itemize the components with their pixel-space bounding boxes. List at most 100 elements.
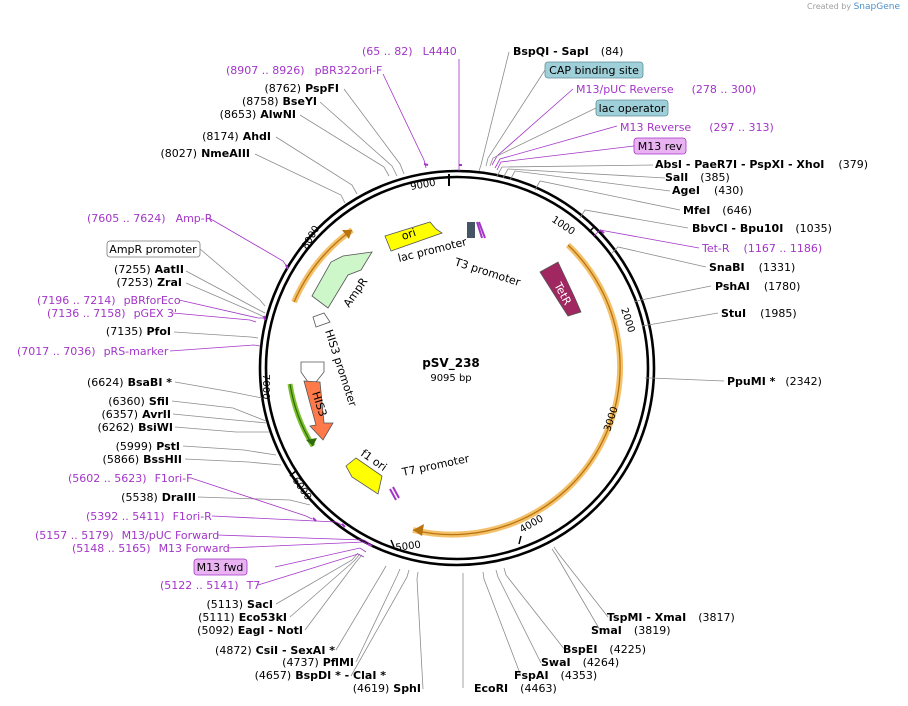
primer-name: pRS-marker [104, 345, 169, 358]
primer-leader [494, 125, 618, 169]
primer-name: T7 [246, 579, 261, 592]
site-pos: (8758) [242, 95, 279, 108]
site-label[interactable]: (7253)ZraI [117, 276, 183, 289]
site-name: BsaBI * [128, 376, 173, 389]
site-label[interactable]: (6624)BsaBI * [87, 376, 172, 389]
primer-label[interactable]: (7196 .. 7214)pBRforEco [37, 294, 181, 307]
site-label[interactable]: (5111)Eco53kI [198, 611, 287, 624]
site-label[interactable]: (7135)PfoI [106, 325, 171, 338]
site-label[interactable]: AgeI(430) [672, 184, 744, 197]
primer-label[interactable]: (5148 .. 5165)M13 Forward [72, 542, 230, 555]
tick-label: 1000 [549, 214, 576, 237]
site-pos: (8027) [161, 147, 198, 160]
m13-fwd-label: M13 fwd [197, 561, 244, 574]
site-label[interactable]: (8653)AlwNI [220, 108, 296, 121]
primer-label[interactable]: Tet-R(1167 .. 1186) [701, 242, 822, 255]
site-label[interactable]: BspEI(4225) [563, 643, 646, 656]
site-label[interactable]: FspAI(4353) [514, 669, 597, 682]
tetr-arrow[interactable] [539, 261, 582, 317]
leader-line [553, 546, 609, 618]
his3-arrow[interactable] [303, 380, 334, 441]
m13-fwd-box[interactable] [193, 558, 248, 576]
primer-label[interactable]: M13/pUC Reverse(278 .. 300) [576, 83, 756, 96]
primer-label[interactable]: (5122 .. 5141)T7 [160, 579, 260, 592]
site-name: TspMI - XmaI [607, 611, 686, 624]
site-label[interactable]: (8027)NmeAIII [161, 147, 251, 160]
primer-label[interactable]: (7017 .. 7036)pRS-marker [17, 345, 169, 358]
primer-label[interactable]: (8907 .. 8926)pBR322ori-F [226, 64, 382, 77]
site-name: SmaI [591, 624, 622, 637]
ori-label: ori [400, 226, 418, 243]
site-label[interactable]: (5092)EagI - NotI [197, 624, 303, 637]
primer-label[interactable]: (5602 .. 5623)F1ori-F [68, 472, 193, 485]
site-label[interactable]: (5538)DraIII [121, 491, 196, 504]
site-name: MfeI [683, 204, 710, 217]
site-label[interactable]: BbvCI - Bpu10I(1035) [692, 222, 832, 235]
site-label[interactable]: SnaBI(1331) [709, 261, 795, 274]
primer-label[interactable]: (5392 .. 5411)F1ori-R [86, 510, 212, 523]
site-label[interactable]: PshAI(1780) [715, 280, 800, 293]
primer-name: M13/pUC Forward [122, 529, 220, 542]
ampr-arrow[interactable] [311, 251, 373, 309]
primer-name: L4440 [423, 45, 457, 58]
leader-line [355, 568, 401, 663]
primer-label[interactable]: (7136 .. 7158)pGEX 3' [47, 307, 177, 320]
site-label[interactable]: (5113)SacI [206, 598, 273, 611]
site-label[interactable]: (5999)PstI [116, 440, 180, 453]
site-pos: (8762) [265, 82, 302, 95]
site-label[interactable]: (6262)BsiWI [97, 421, 173, 434]
primer-label[interactable]: M13 Reverse(297 .. 313) [620, 121, 774, 134]
site-label[interactable]: (4657)BspDI * - ClaI * [255, 669, 387, 682]
site-name: AvrII [142, 408, 171, 421]
site-pos: (4264) [583, 656, 620, 669]
site-label[interactable]: (6357)AvrII [102, 408, 171, 421]
site-label[interactable]: AbsI - PaeR7I - PspXI - XhoI(379) [655, 158, 868, 171]
leader-line [482, 571, 522, 677]
site-label[interactable]: SalI(385) [665, 171, 730, 184]
site-pos: (5113) [206, 598, 243, 611]
site-label[interactable]: (7255)AatII [114, 263, 184, 276]
primer-leader [178, 299, 265, 319]
site-pos: (1985) [760, 307, 797, 320]
site-name: BspQI - SapI [513, 45, 589, 58]
site-name: PflMI [323, 656, 354, 669]
site-label[interactable]: (8762)PspFI [265, 82, 339, 95]
leader-line [485, 69, 546, 167]
leader-line [304, 554, 363, 631]
site-label[interactable]: (6360)SfiI [108, 395, 169, 408]
site-label[interactable]: SmaI(3819) [591, 624, 670, 637]
site-label[interactable]: TspMI - XmaI (3817) [607, 611, 735, 624]
site-label[interactable]: (8758)BseYI [242, 95, 317, 108]
primer-label[interactable]: (5157 .. 5179)M13/pUC Forward [35, 529, 219, 542]
site-label[interactable]: PpuMI *(2342) [727, 375, 822, 388]
site-label[interactable]: BspQI - SapI(84) [513, 45, 623, 58]
his3-promoter-arrow [300, 361, 325, 383]
leader-line [197, 496, 311, 506]
site-label[interactable]: StuI(1985) [721, 307, 797, 320]
leader-line [275, 136, 358, 195]
t3-promoter-label: T3 promoter [452, 255, 522, 289]
primer-label[interactable]: (65 .. 82) L4440 [362, 45, 457, 58]
ori-arrow[interactable] [384, 221, 443, 252]
tick-mark [518, 535, 522, 545]
site-label[interactable]: (8174)AhdI [202, 130, 271, 143]
primer-label[interactable]: (7605 .. 7624)Amp-R [87, 212, 213, 225]
site-label[interactable]: (4619)SphI [353, 682, 421, 695]
boxed-labels: CAP binding site lac operator M13 rev Am… [106, 61, 687, 576]
primer-mark [478, 221, 486, 239]
snapgene-credit: Created by SnapGene [807, 2, 900, 12]
site-label[interactable]: EcoRI(4463) [474, 682, 557, 695]
site-label[interactable]: (4872)CsiI - SexAI * [215, 644, 335, 657]
primer-range: (65 .. 82) [362, 45, 413, 58]
tick-label: 2000 [618, 307, 636, 335]
leader-line [489, 107, 597, 167]
site-label[interactable]: (5866)BssHII [103, 453, 182, 466]
site-label[interactable]: MfeI(646) [683, 204, 752, 217]
f1-ori-arrow[interactable] [345, 457, 383, 495]
site-pos: (4463) [520, 682, 557, 695]
site-pos: (3817) [698, 611, 735, 624]
leader-line [343, 88, 405, 175]
primer-name: F1ori-F [155, 472, 193, 485]
site-label[interactable]: SwaI(4264) [541, 656, 619, 669]
site-label[interactable]: (4737)PflMI [282, 656, 354, 669]
